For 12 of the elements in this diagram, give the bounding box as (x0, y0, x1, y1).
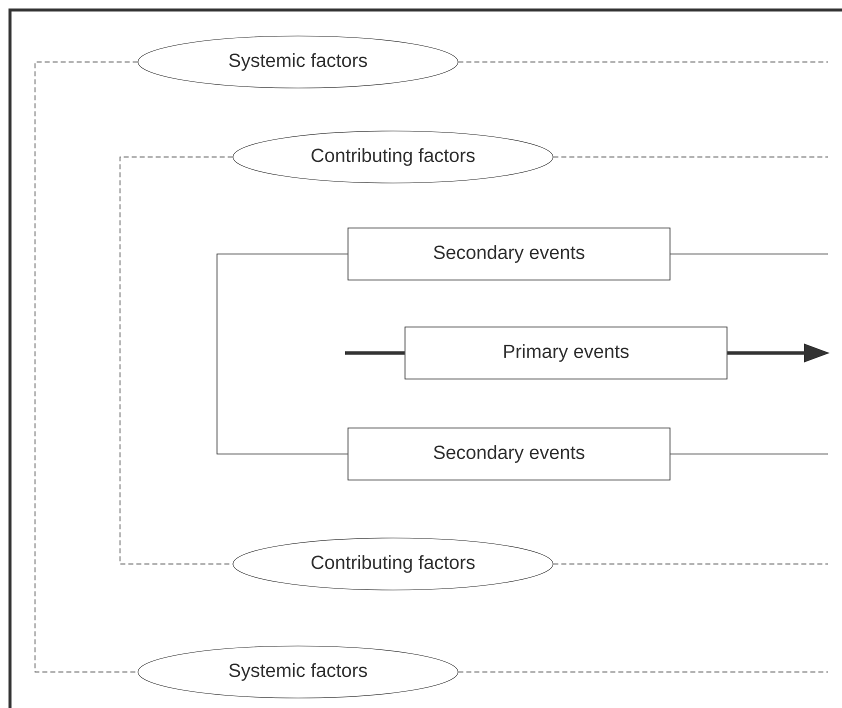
connector-line (34, 62, 138, 672)
oval: Contributing factors (232, 130, 554, 184)
oval: Contributing factors (232, 538, 554, 590)
oval: Systemic factors (138, 36, 458, 88)
connector-line (120, 156, 234, 564)
event-box: Primary events (404, 326, 728, 380)
connector-line (216, 254, 348, 454)
oval: Systemic factors (138, 646, 458, 698)
event-box: Secondary events (348, 428, 670, 480)
connector-line (552, 156, 828, 158)
event-box: Secondary events (348, 228, 670, 280)
connector-line (345, 351, 405, 355)
